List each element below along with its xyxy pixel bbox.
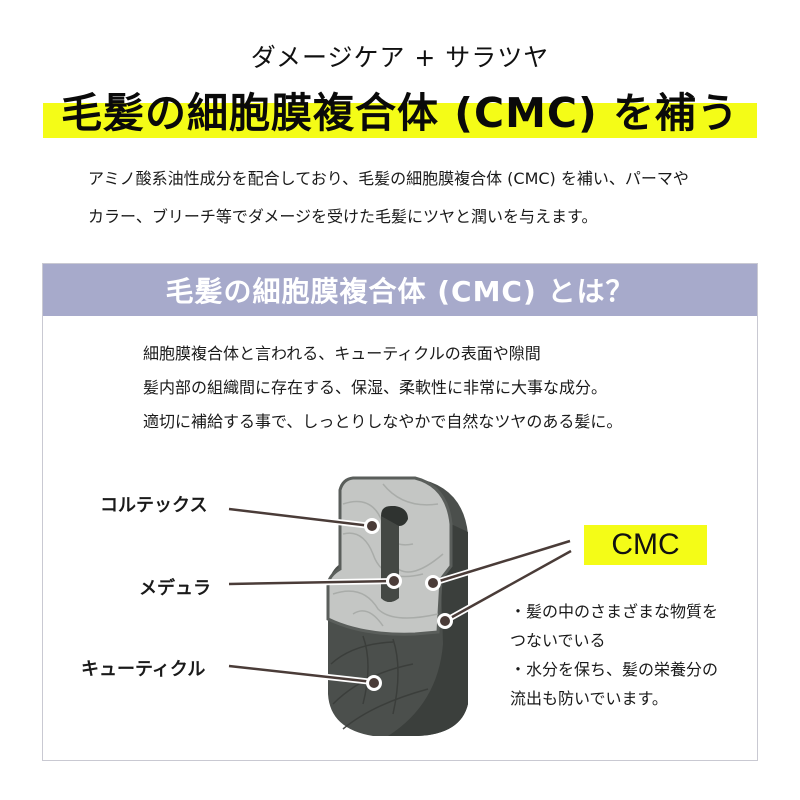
description-line: 髪内部の組織間に存在する、保湿、柔軟性に非常に大事な成分。 [143,378,608,397]
intro-line: アミノ酸系油性成分を配合しており、毛髪の細胞膜複合体 (CMC) を補い、パーマ… [88,169,689,188]
title-highlight [43,103,757,138]
subtitle: ダメージケア + サラツヤ [250,43,550,72]
cmc-note-line: ・髪の中のさまざまな物質を [510,602,719,621]
label-cortex: コルテックス [100,495,208,516]
cmc-badge: CMC [584,525,707,565]
intro-line: カラー、ブリーチ等でダメージを受けた毛髪にツヤと潤いを与えます。 [88,207,598,226]
description-line: 細胞膜複合体と言われる、キューティクルの表面や隙間 [143,344,541,363]
cmc-notes: ・髪の中のさまざまな物質を つないでいる ・水分を保ち、髪の栄養分の 流出も防い… [510,597,718,713]
cmc-pointer-2 [443,548,573,624]
hair-strand-icon [326,476,468,736]
page-title: 毛髪の細胞膜複合体 (CMC) を補う [60,89,739,137]
medulla-pointer [228,578,394,587]
hair-cross-section-diagram [228,476,573,736]
cmc-note-line: つないでいる [510,631,606,650]
label-cuticle: キューティクル [81,659,206,680]
section-description: 細胞膜複合体と言われる、キューティクルの表面や隙間 髪内部の組織間に存在する、保… [143,337,622,439]
cmc-explainer-box: 毛髪の細胞膜複合体 (CMC) とは？ 細胞膜複合体と言われる、キューティクルの… [42,263,758,761]
intro-text: アミノ酸系油性成分を配合しており、毛髪の細胞膜複合体 (CMC) を補い、パーマ… [88,160,738,236]
description-line: 適切に補給する事で、しっとりしなやかで自然なツヤのある髪に。 [143,412,623,431]
label-medulla: メデュラ [139,578,211,599]
cuticle-pointer [228,663,374,685]
cortex-pointer [228,506,372,529]
section-heading: 毛髪の細胞膜複合体 (CMC) とは？ [165,275,635,308]
section-heading-bar: 毛髪の細胞膜複合体 (CMC) とは？ [43,264,757,316]
cmc-note-line: ・水分を保ち、髪の栄養分の [510,660,719,679]
cmc-note-line: 流出も防いでいます。 [510,689,668,708]
cmc-pointer-1 [432,538,571,586]
